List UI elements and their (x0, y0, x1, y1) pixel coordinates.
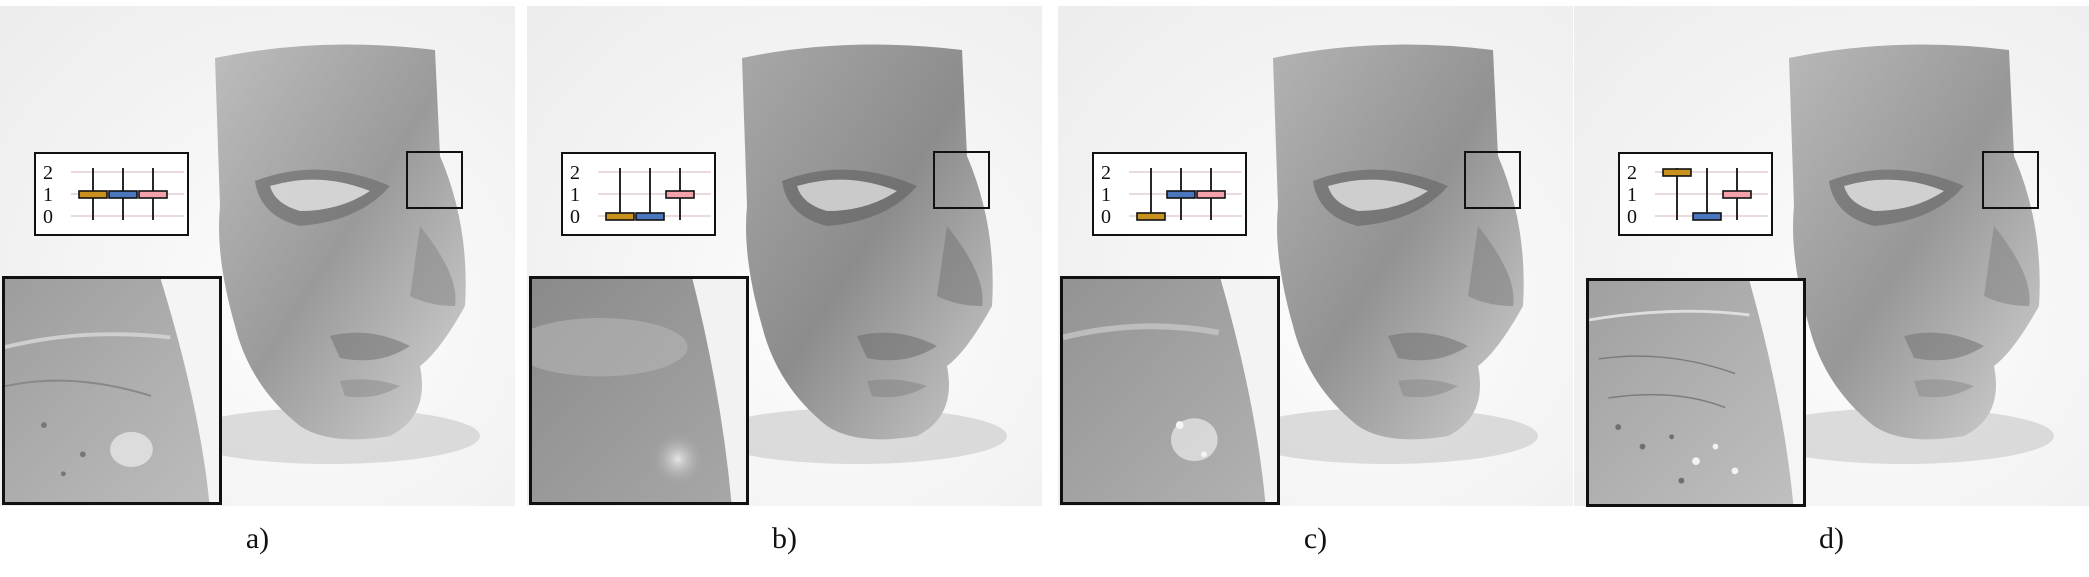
tick-2: 2 (43, 162, 53, 184)
boxplot-d: 2 1 0 (1627, 162, 1768, 228)
boxplot-legend-b: 2 1 0 (561, 152, 716, 236)
zoom-inset-a (2, 276, 222, 505)
tick-0: 0 (1101, 206, 1111, 228)
caption-d: d) (1819, 522, 1844, 555)
boxplot-b: 2 1 0 (570, 162, 711, 228)
boxplot-a: 2 1 0 (43, 162, 184, 228)
zoom-inset-b (529, 276, 749, 505)
tick-2: 2 (1101, 162, 1111, 184)
panel-a: 2 1 0 (0, 6, 515, 506)
roi-box-b (933, 151, 990, 209)
tick-0: 0 (570, 206, 580, 228)
caption-b: b) (772, 522, 797, 555)
boxplot-legend-c: 2 1 0 (1092, 152, 1247, 236)
tick-2: 2 (570, 162, 580, 184)
panel-b: 2 1 0 (527, 6, 1042, 506)
tick-2: 2 (1627, 162, 1637, 184)
panel-c: 2 1 0 (1058, 6, 1573, 506)
roi-box-a (406, 151, 463, 209)
roi-box-d (1982, 151, 2039, 209)
zoom-inset-c (1060, 276, 1280, 505)
figure-row: 2 1 0 (0, 6, 2089, 507)
tick-0: 0 (43, 206, 53, 228)
panel-d: 2 1 0 (1574, 6, 2089, 507)
caption-a: a) (245, 522, 270, 555)
tick-0: 0 (1627, 206, 1637, 228)
tick-1: 1 (570, 184, 580, 206)
boxplot-c: 2 1 0 (1101, 162, 1242, 228)
tick-1: 1 (1627, 184, 1637, 206)
roi-box-c (1464, 151, 1521, 209)
boxplot-legend-a: 2 1 0 (34, 152, 189, 236)
face-render-b (527, 6, 1042, 506)
boxplot-legend-d: 2 1 0 (1618, 152, 1773, 236)
tick-1: 1 (43, 184, 53, 206)
zoom-inset-d (1586, 278, 1806, 507)
caption-c: c) (1303, 522, 1328, 555)
tick-1: 1 (1101, 184, 1111, 206)
